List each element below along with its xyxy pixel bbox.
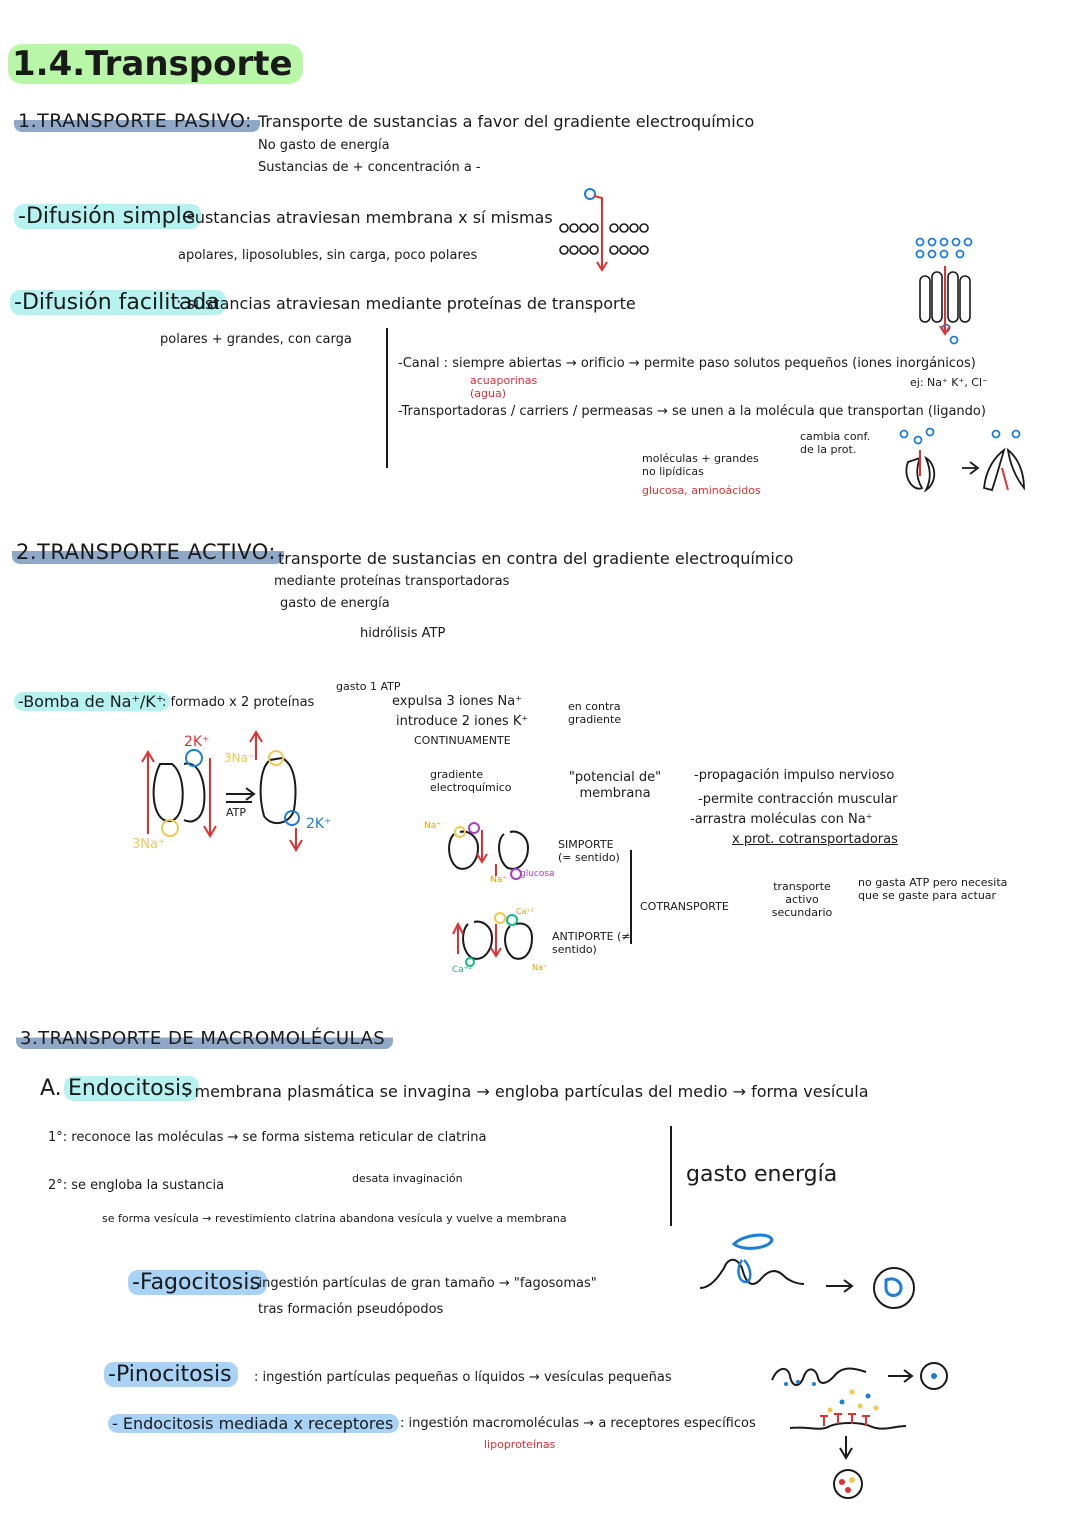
carrier-figure (899, 427, 1025, 493)
gradiente-electroquimico: gradiente electroquímico (430, 768, 512, 795)
no-gasta-atp: no gasta ATP pero necesita que se gaste … (858, 876, 1008, 903)
s2-line-3: gasto de energía (280, 596, 390, 611)
receptores-text: : ingestión macromoléculas → a receptore… (400, 1416, 756, 1431)
endocitosis-step-2: 2°: se engloba la sustancia (48, 1178, 225, 1193)
difusion-facilitada-label: -Difusión facilitada (10, 290, 226, 316)
section-1-heading: 1.TRANSPORTE PASIVO: (14, 110, 260, 133)
s1-line-1: Transporte de sustancias a favor del gra… (258, 112, 755, 131)
page-title: 1.4.Transporte (8, 44, 303, 85)
endocitosis-step-2b: se forma vesícula → revestimiento clatri… (102, 1212, 567, 1225)
canal-text: -Canal : siempre abiertas → orificio → p… (398, 356, 976, 371)
en-contra-gradiente: en contra gradiente (568, 700, 622, 727)
difusion-simple-sub: apolares, liposolubles, sin carga, poco … (178, 248, 478, 263)
endocitosis-step-1: 1°: reconoce las moléculas → se forma si… (48, 1130, 487, 1145)
difusion-facilitada-sub: polares + grandes, con carga (160, 332, 352, 347)
endocitosis-letter: A. (40, 1076, 62, 1101)
s1-line-3: Sustancias de + concentración a - (258, 160, 481, 175)
pinocitosis-figure (771, 1362, 948, 1390)
efecto-1: -propagación impulso nervioso (694, 768, 895, 783)
difusion-facilitada-text: : sustancias atraviesan mediante proteín… (176, 294, 636, 313)
channel-figure (915, 237, 973, 345)
pump-atp-label: ATP (226, 806, 246, 819)
s2-line-1: transporte de sustancias en contra del g… (278, 549, 794, 568)
fagocitosis-label: -Fagocitosis (128, 1270, 267, 1296)
receptores-label: - Endocitosis mediada x receptores (108, 1414, 400, 1433)
difusion-simple-text: : sustancias atraviesan membrana x sí mi… (176, 208, 553, 227)
antiporte-label: ANTIPORTE (≠ sentido) (552, 930, 631, 957)
expulsa-na: expulsa 3 iones Na⁺ (392, 694, 523, 709)
section-3-heading: 3.TRANSPORTE DE MACROMOLÉCULAS (16, 1028, 394, 1050)
hidrolisis-atp: hidrólisis ATP (360, 626, 446, 641)
efecto-2: -permite contracción muscular (698, 792, 898, 807)
pinocitosis-text: : ingestión partículas pequeñas o líquid… (254, 1370, 672, 1385)
introduce-k: introduce 2 iones K⁺ (396, 714, 529, 729)
simporte-na-label-2: Na⁺ (490, 875, 507, 885)
transporte-activo-secundario: transporte activo secundario (771, 880, 833, 920)
s1-line-2: No gasto de energía (258, 138, 390, 153)
gasto-energia: gasto energía (686, 1162, 838, 1187)
efecto-3: -arrastra moléculas con Na⁺ (690, 812, 873, 827)
section-2-heading: 2.TRANSPORTE ACTIVO: (12, 540, 284, 565)
pump-3na-label-bottom: 3Na⁺ (132, 837, 165, 852)
endocitosis-text: : membrana plasmática se invagina → engl… (184, 1082, 869, 1101)
transportadoras-text: -Transportadoras / carriers / permeasas … (398, 404, 986, 419)
fagocitosis-text: : ingestión partículas de gran tamaño → … (250, 1276, 597, 1291)
cotransportadoras: x prot. cotransportadoras (732, 832, 898, 847)
antiporte-figure: Ca⁺² Ca⁺² Na⁺ (452, 907, 547, 975)
continuamente: CONTINUAMENTE (414, 734, 511, 747)
cotransporte-label: COTRANSPORTE (640, 900, 729, 913)
pinocitosis-label: -Pinocitosis (104, 1362, 238, 1388)
bracket-line (386, 328, 388, 468)
pump-2k-label-right: 2K⁺ (306, 816, 331, 832)
antiporte-na-label: Na⁺ (532, 963, 547, 972)
pump-2k-label: 2K⁺ (184, 734, 209, 750)
cotransporte-bracket (630, 850, 632, 944)
difusion-simple-label: -Difusión simple (14, 204, 202, 230)
moleculas-grandes: moléculas + grandes no lipídicas (642, 452, 759, 479)
fagocitosis-sub: tras formación pseudópodos (258, 1302, 444, 1317)
simporte-figure: Na⁺ Na⁺ glucosa (424, 821, 555, 885)
potencial-membrana: "potencial de" membrana (568, 770, 662, 801)
canal-note: acuaporinas (agua) (470, 374, 538, 401)
bilayer-simple-figure (559, 188, 649, 272)
antiporte-ca-label-top: Ca⁺² (516, 907, 534, 916)
receptores-figure (789, 1389, 907, 1499)
fagocitosis-figure (699, 1233, 915, 1309)
simporte-label: SIMPORTE (= sentido) (558, 838, 620, 865)
lipoproteinas: lipoproteínas (484, 1438, 556, 1451)
glucosa-aminoacidos: glucosa, aminoácidos (642, 484, 761, 497)
antiporte-ca-label: Ca⁺² (452, 965, 473, 975)
endocitosis-bracket (670, 1126, 672, 1226)
bomba-gasto-atp: gasto 1 ATP (336, 680, 401, 693)
na-k-pump-figure: 2K⁺ 3Na⁺ 3Na⁺ 2K⁺ ATP (132, 730, 331, 852)
s2-line-2: mediante proteínas transportadoras (274, 574, 510, 589)
pump-3na-label-top: 3Na⁺ (224, 751, 254, 765)
canal-ej: ej: Na⁺ K⁺, Cl⁻ (910, 376, 988, 389)
endocitosis-label: Endocitosis (64, 1076, 199, 1102)
bomba-text: : formado x 2 proteínas (162, 695, 315, 710)
bomba-label: -Bomba de Na⁺/K⁺ (14, 692, 171, 711)
simporte-na-label: Na⁺ (424, 821, 441, 831)
simporte-glucosa-label: glucosa (520, 869, 555, 879)
desata-invaginacion: desata invaginación (352, 1172, 463, 1185)
cambia-conf: cambia conf. de la prot. (800, 430, 871, 457)
